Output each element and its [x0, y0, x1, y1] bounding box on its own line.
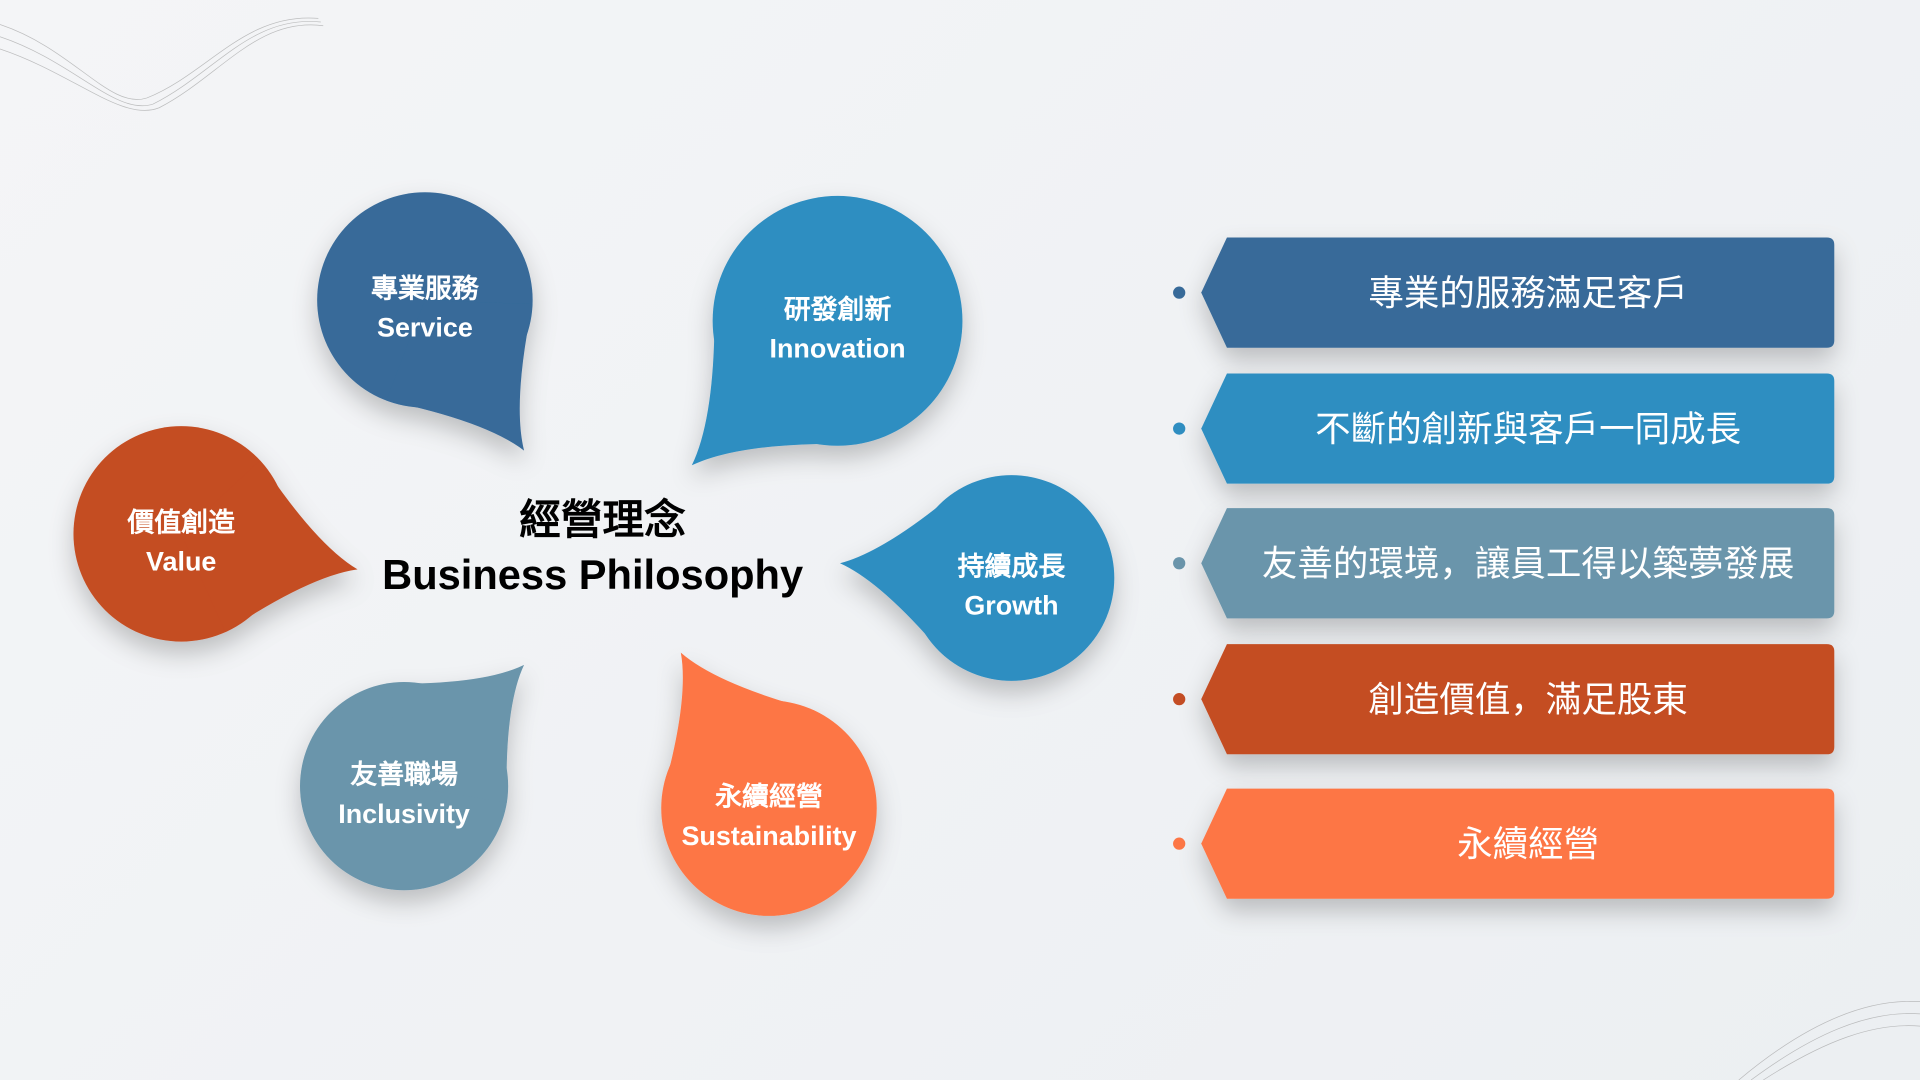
bubble-group: 專業服務 Service 研發創新 Innovation 價值創造 Value 持續成長 Gr…: [73, 192, 1115, 916]
banner-shape: [1201, 644, 1835, 755]
banner-shape: [1201, 788, 1835, 899]
bubble-label-zh: 價值創造: [126, 507, 235, 537]
banner-text: 不斷的創新與客戶一同成長: [1315, 409, 1741, 449]
bubble-label-zh: 研發創新: [784, 293, 892, 324]
bubble-tail: [691, 299, 858, 466]
banner-shape: [1201, 373, 1835, 484]
bubble-label-en: Innovation: [769, 334, 905, 364]
bullet-dot: [1173, 422, 1186, 435]
bubble-tail: [181, 460, 358, 633]
bubble-label-en: Value: [146, 547, 216, 577]
bubble-tail: [661, 652, 815, 809]
banner-item: 創造價值，滿足股東: [1173, 644, 1835, 755]
center-title-en: Business Philosophy: [382, 551, 803, 598]
banner-text: 永續經營: [1457, 824, 1599, 864]
banner-text: 創造價值，滿足股東: [1368, 679, 1688, 719]
bubble-label-zh: 友善職場: [350, 759, 458, 790]
bubble-tail: [840, 489, 1012, 657]
bubble-innovation: [691, 195, 963, 466]
banner-shape: [1201, 508, 1835, 619]
bubble-label-en: Sustainability: [681, 821, 856, 851]
bullet-dot: [1173, 693, 1186, 706]
bubble-inclusivity: [300, 664, 525, 891]
bubble-label-zh: 專業服務: [371, 274, 480, 304]
banner-item: 專業的服務滿足客戶: [1173, 237, 1835, 348]
bubble-tail: [386, 300, 533, 451]
bubble-label-en: Service: [377, 313, 473, 343]
banner-shape: [1201, 237, 1835, 348]
bubble-label-zh: 永續經營: [715, 781, 823, 812]
banner-list: 專業的服務滿足客戶不斷的創新與客戶一同成長友善的環境，讓員工得以築夢發展創造價值…: [1173, 237, 1835, 899]
banner-text: 專業的服務滿足客戶: [1368, 273, 1688, 313]
bubble-label-en: Inclusivity: [338, 799, 470, 829]
bubble-service: [317, 192, 533, 451]
center-title-zh: 經營理念: [519, 496, 686, 543]
bullet-dot: [1173, 286, 1186, 299]
bullet-dot: [1173, 557, 1186, 570]
banner-item: 永續經營: [1173, 788, 1835, 899]
decorative-wave-bottom-right: [1738, 1000, 1920, 1080]
banner-text: 友善的環境，讓員工得以築夢發展: [1262, 544, 1795, 584]
bubble-value: [73, 426, 358, 642]
bubble-tail: [386, 664, 525, 803]
bullet-dot: [1173, 837, 1186, 850]
banner-item: 友善的環境，讓員工得以築夢發展: [1173, 508, 1835, 619]
bubble-growth: [840, 475, 1115, 681]
bubble-label-zh: 持續成長: [958, 551, 1067, 582]
decorative-wave-top-left: [0, 17, 324, 111]
bubble-sustainability: [661, 652, 877, 916]
bubble-label-en: Growth: [964, 591, 1058, 621]
banner-item: 不斷的創新與客戶一同成長: [1173, 373, 1835, 484]
